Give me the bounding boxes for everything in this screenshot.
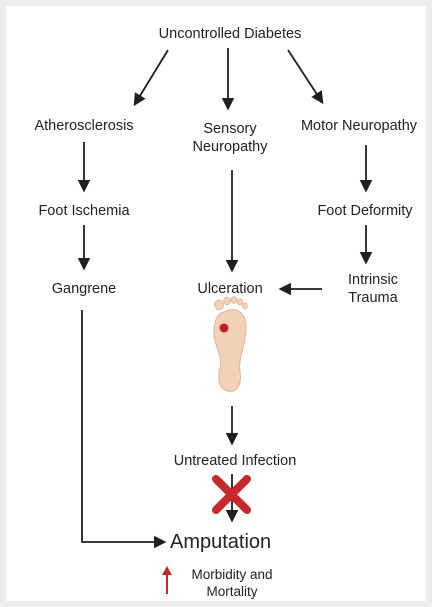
node-gangrene: Gangrene — [24, 280, 144, 298]
node-sensory-neuropathy: Sensory Neuropathy — [170, 120, 290, 156]
arrow-gangrene-to-amputation — [82, 310, 164, 542]
node-morbidity-mortality: Morbidity and Mortality — [172, 566, 292, 600]
ulcer-spot — [220, 324, 229, 333]
node-foot-ischemia: Foot Ischemia — [14, 202, 154, 220]
node-intrinsic-trauma: Intrinsic Trauma — [318, 271, 428, 307]
node-outcome-line1: Morbidity and — [172, 566, 292, 583]
foot-sole-with-ulcer-icon — [214, 297, 247, 392]
node-uncontrolled-diabetes: Uncontrolled Diabetes — [135, 25, 325, 43]
node-ulceration: Ulceration — [180, 280, 280, 298]
node-atherosclerosis: Atherosclerosis — [14, 117, 154, 135]
node-intrinsic-line2: Trauma — [318, 289, 428, 307]
arrow-diabetes-to-motor — [288, 50, 322, 102]
node-untreated-infection: Untreated Infection — [140, 452, 330, 470]
node-foot-deformity: Foot Deformity — [298, 202, 432, 220]
arrow-diabetes-to-atherosclerosis — [135, 50, 168, 104]
node-outcome-line2: Mortality — [172, 583, 292, 600]
red-up-arrow-icon — [162, 566, 172, 594]
node-motor-neuropathy: Motor Neuropathy — [286, 117, 432, 135]
node-sensory-line1: Sensory — [170, 120, 290, 138]
node-intrinsic-line1: Intrinsic — [318, 271, 428, 289]
node-amputation: Amputation — [170, 530, 290, 554]
node-sensory-line2: Neuropathy — [170, 138, 290, 156]
